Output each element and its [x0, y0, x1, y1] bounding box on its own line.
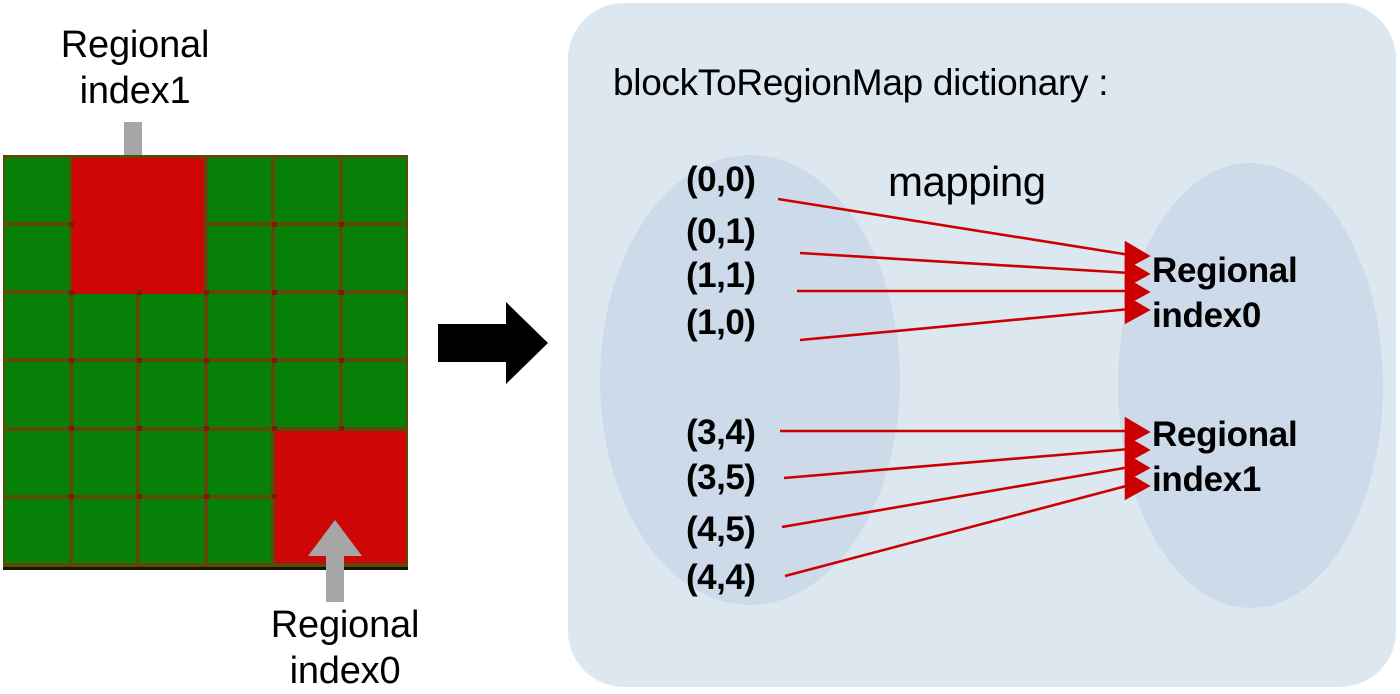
- key-3-5[interactable]: (3,5): [686, 458, 756, 497]
- range-set-ellipse: [1118, 163, 1383, 608]
- right-arrow-icon: [438, 302, 548, 384]
- key-1-1[interactable]: (1,1): [686, 256, 756, 295]
- grid-cell: [5, 226, 69, 291]
- grid-cell: [5, 158, 69, 223]
- grid-cell: [275, 362, 339, 427]
- grid-cell: [140, 498, 204, 563]
- red-region-index1-patch: [72, 158, 203, 294]
- region-index-1-label[interactable]: Regional index1: [1152, 415, 1298, 499]
- grid-cell: [207, 226, 271, 291]
- grid-cell: [140, 430, 204, 495]
- grid-cell: [275, 294, 339, 359]
- region-index-0-label[interactable]: Regional index0: [1152, 251, 1298, 335]
- grid-cell: [5, 362, 69, 427]
- key-0-0[interactable]: (0,0): [686, 160, 756, 199]
- grid-cell: [140, 362, 204, 427]
- grid-cell: [342, 362, 406, 427]
- grid-cell: [72, 362, 136, 427]
- grid-cell: [207, 430, 271, 495]
- grid-cell: [72, 294, 136, 359]
- mapping-label: mapping: [888, 158, 1046, 205]
- regional-index1-caption: Regional index1: [60, 24, 210, 112]
- grid-baseline: [3, 567, 408, 570]
- block-grid: [3, 155, 408, 570]
- key-4-4[interactable]: (4,4): [686, 558, 756, 597]
- grid-cell: [5, 430, 69, 495]
- grid-cell: [72, 430, 136, 495]
- key-3-4[interactable]: (3,4): [686, 413, 756, 452]
- grid-cell: [207, 498, 271, 563]
- regional-index0-caption: Regional index0: [270, 604, 420, 692]
- grid-cell: [342, 226, 406, 291]
- grid-cell: [5, 294, 69, 359]
- panel-title: blockToRegionMap dictionary :: [613, 62, 1109, 103]
- key-1-0[interactable]: (1,0): [686, 303, 756, 342]
- grid-cell: [342, 294, 406, 359]
- grid-cell: [140, 294, 204, 359]
- grid-cell: [342, 158, 406, 223]
- grid-cell: [275, 226, 339, 291]
- grid-cell: [207, 294, 271, 359]
- key-0-1[interactable]: (0,1): [686, 212, 756, 251]
- grid-cell: [275, 158, 339, 223]
- key-4-5[interactable]: (4,5): [686, 510, 756, 549]
- grid-cell: [72, 498, 136, 563]
- grid-cell: [207, 158, 271, 223]
- up-arrow-icon: [308, 520, 362, 602]
- grid-cell: [5, 498, 69, 563]
- grid-cell: [207, 362, 271, 427]
